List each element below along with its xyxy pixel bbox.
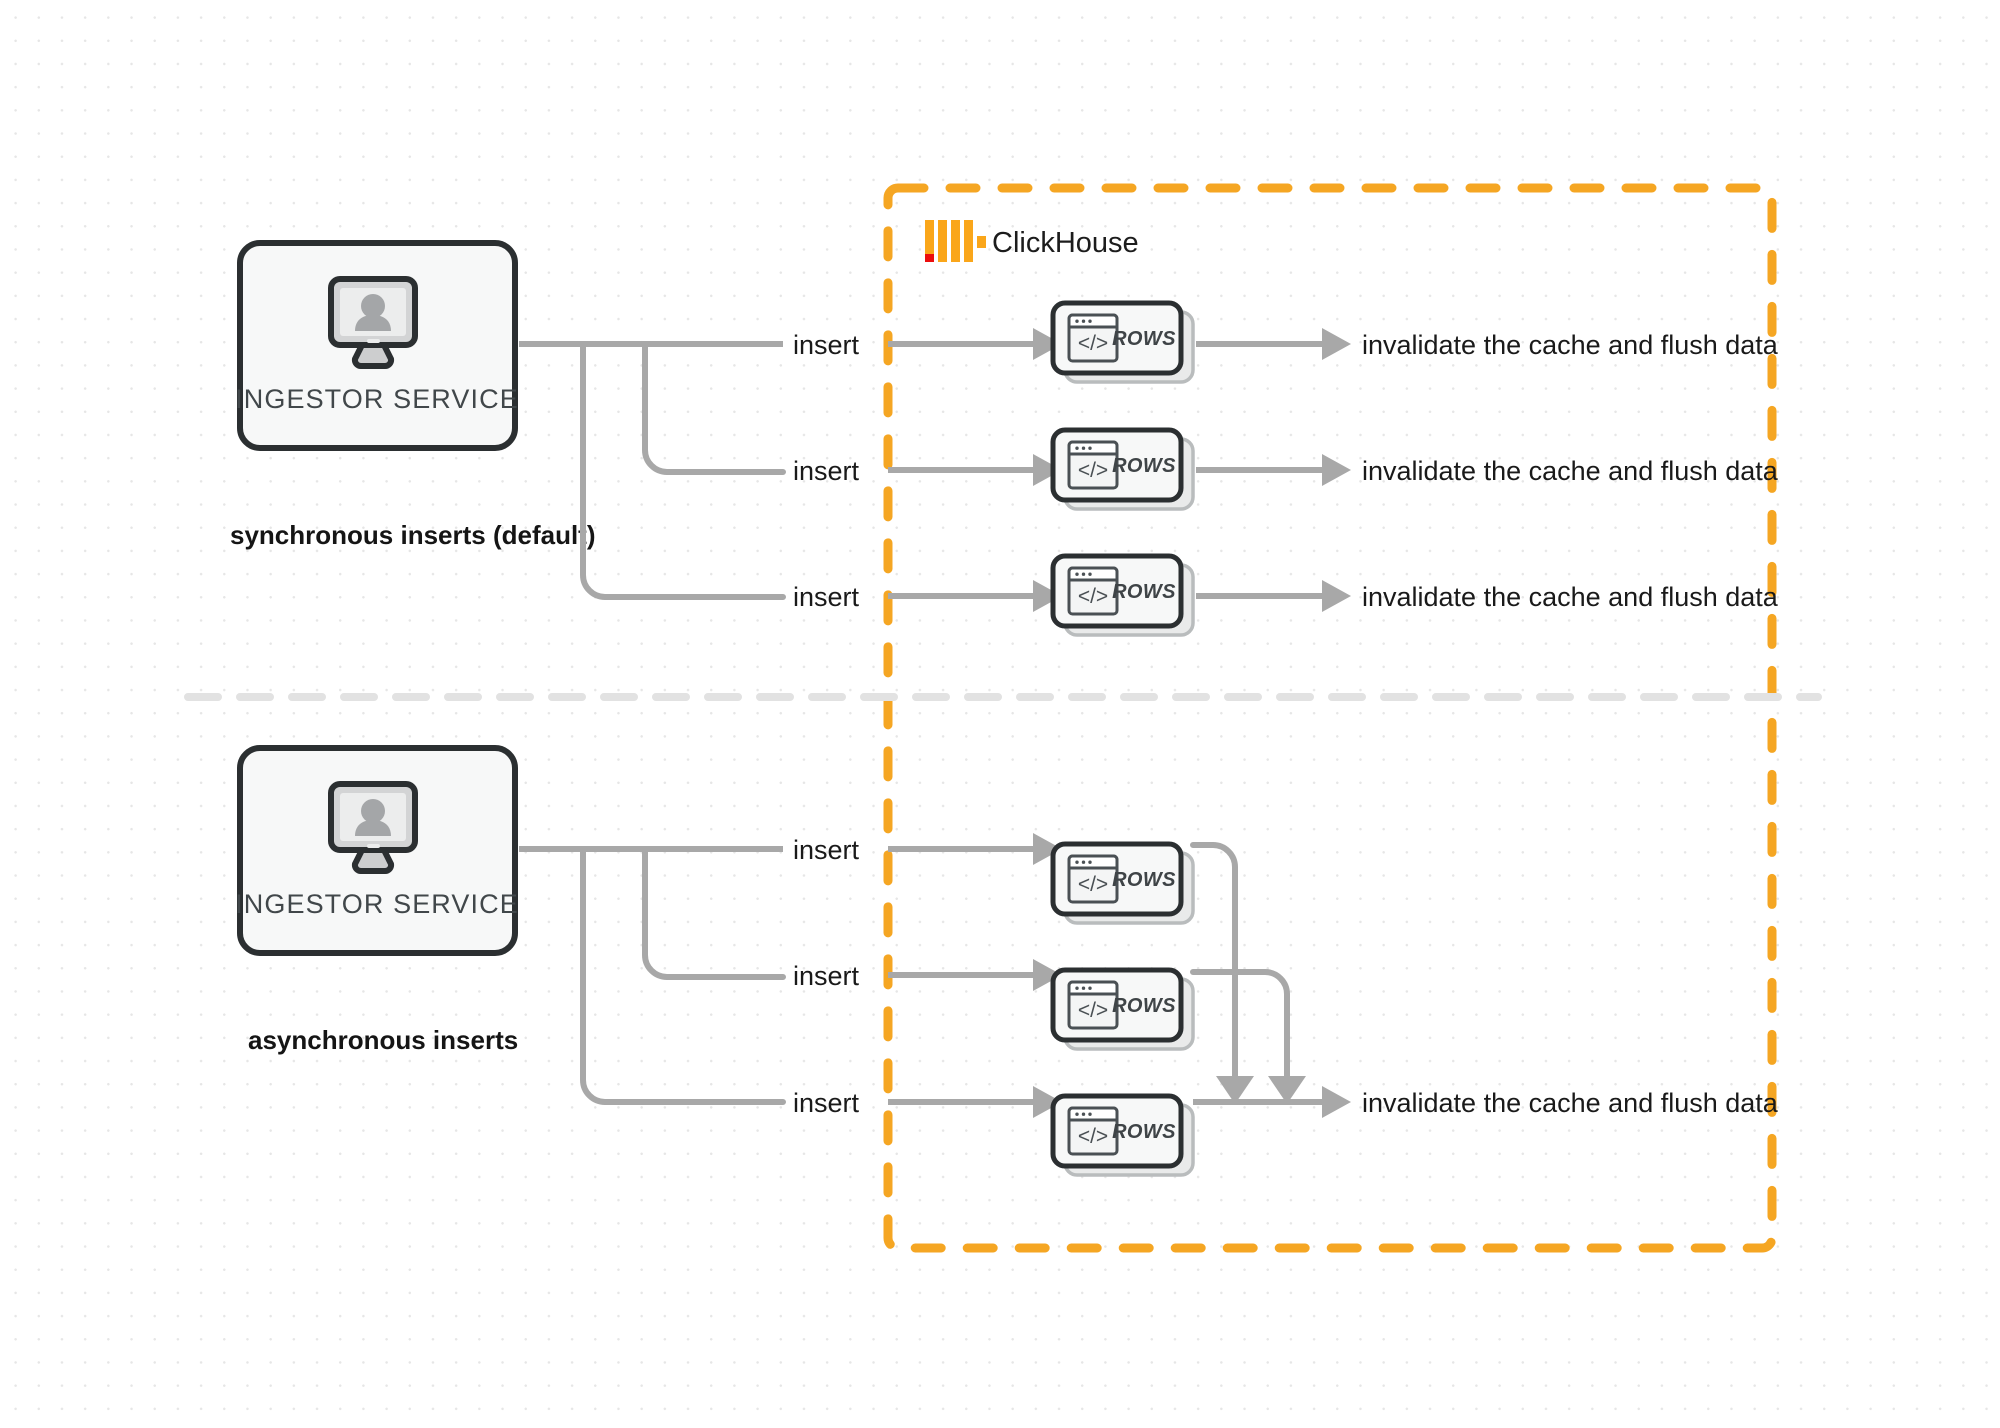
rows-card-async-1[interactable]: ROWS (1050, 841, 1195, 925)
ingestor-service-label-async: INGESTOR SERVICE (235, 889, 519, 919)
insert-row-3-async: insert ROWS (793, 1086, 1195, 1177)
insert-label-async-2: insert (793, 961, 860, 991)
arrow-head (1322, 454, 1351, 486)
insert-label-async-1: insert (793, 835, 860, 865)
rows-card-async-2[interactable]: ROWS (1050, 967, 1195, 1051)
rows-label-sync-1: ROWS (1112, 328, 1176, 350)
arrow-head (1033, 959, 1062, 991)
branch-wires-sync (519, 341, 786, 600)
clickhouse-logo-icon (925, 220, 986, 262)
insert-label-sync-3: insert (793, 582, 860, 612)
ingestor-service-box-async[interactable]: INGESTOR SERVICE (235, 745, 519, 956)
arrow-head (1033, 833, 1062, 865)
insert-row-1-async: insert ROWS (793, 833, 1195, 925)
arrow-head (1033, 580, 1062, 612)
rows-label-sync-3: ROWS (1112, 581, 1176, 603)
arrow-head (1033, 328, 1062, 360)
clickhouse-panel (883, 183, 1777, 1253)
arrow-head (1268, 1076, 1306, 1104)
flush-label-sync-2: invalidate the cache and flush data (1362, 456, 1779, 486)
rows-label-async-3: ROWS (1112, 1121, 1176, 1143)
arrow-head (1033, 1086, 1062, 1118)
insert-row-2-sync: insert ROWS invalidate the cache and flu… (793, 427, 1779, 511)
branch-wires-async (519, 846, 786, 1105)
code-window-icon (1067, 854, 1119, 904)
rows-card-sync-1[interactable]: ROWS (1050, 300, 1195, 384)
arrow-head (1216, 1076, 1254, 1104)
rows-label-async-1: ROWS (1112, 869, 1176, 891)
code-window-icon (1067, 980, 1119, 1030)
insert-label-sync-2: insert (793, 456, 860, 486)
arrow-head (1322, 580, 1351, 612)
ingestor-service-box-sync[interactable]: INGESTOR SERVICE (235, 240, 519, 451)
caption-asynchronous: asynchronous inserts (248, 1025, 518, 1055)
code-window-icon (1067, 313, 1119, 363)
rows-card-sync-2[interactable]: ROWS (1050, 427, 1195, 511)
arrow-head (1033, 454, 1062, 486)
flush-label-sync-1: invalidate the cache and flush data (1362, 330, 1779, 360)
flush-label-sync-3: invalidate the cache and flush data (1362, 582, 1779, 612)
insert-row-2-async: insert ROWS (793, 959, 1195, 1051)
caption-synchronous: synchronous inserts (default) (230, 520, 596, 550)
insert-label-async-3: insert (793, 1088, 860, 1118)
flush-label-async: invalidate the cache and flush data (1362, 1088, 1779, 1118)
ingestor-service-label-sync: INGESTOR SERVICE (235, 384, 519, 414)
asynchronous-group: INGESTOR SERVICE asynchronous inserts in… (235, 745, 1779, 1177)
synchronous-group: INGESTOR SERVICE synchronous inserts (de… (230, 240, 1779, 637)
rows-label-sync-2: ROWS (1112, 455, 1176, 477)
rows-card-sync-3[interactable]: ROWS (1050, 553, 1195, 637)
code-window-icon (1067, 440, 1119, 490)
insert-row-3-sync: insert ROWS invalidate the cache and flu… (793, 553, 1779, 637)
arrow-head (1322, 1086, 1351, 1118)
converging-wires-async (1190, 842, 1351, 1118)
code-window-icon (1067, 566, 1119, 616)
insert-label-sync-1: insert (793, 330, 860, 360)
arrow-head (1322, 328, 1351, 360)
code-window-icon (1067, 1106, 1119, 1156)
insert-row-1-sync: insert ROWS invalidate the cache and flu… (793, 300, 1779, 384)
rows-label-async-2: ROWS (1112, 995, 1176, 1017)
rows-card-async-3[interactable]: ROWS (1050, 1093, 1195, 1177)
clickhouse-brand-label: ClickHouse (992, 227, 1139, 259)
